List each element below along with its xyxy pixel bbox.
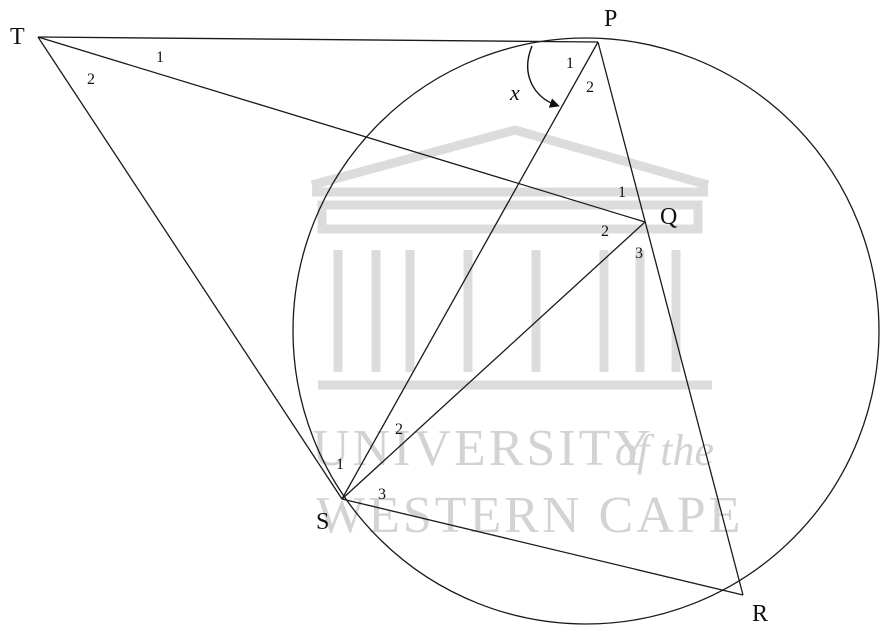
segment-TQ	[37, 36, 646, 223]
segment-TP	[37, 36, 599, 43]
segment-TS	[37, 36, 343, 500]
angle-x-arrow	[527, 45, 560, 108]
angle-label-P2: 2	[586, 79, 594, 96]
watermark-line2: WESTERN CAPE	[316, 487, 743, 544]
angle-label-Q1: 1	[618, 184, 626, 201]
segment-PS	[341, 41, 599, 500]
angle-label-S1: 1	[336, 456, 344, 473]
point-label-T: T	[10, 24, 25, 50]
watermark-emblem	[310, 125, 712, 390]
segment-SR	[341, 498, 744, 596]
watermark-line1: UNIVERSITY	[312, 420, 654, 477]
circle	[292, 37, 880, 625]
point-label-S: S	[316, 509, 329, 535]
point-label-P: P	[604, 6, 617, 32]
angle-label-T1: 1	[156, 49, 164, 66]
watermark-line1-italic: of the	[615, 426, 714, 475]
segment-PR	[597, 41, 744, 596]
segment-QS	[341, 221, 646, 500]
angle-label-S3: 3	[378, 486, 386, 503]
point-label-R: R	[752, 601, 768, 627]
angle-label-P1: 1	[566, 55, 574, 72]
angle-label-Q2: 2	[601, 223, 609, 240]
angle-label-T2: 2	[87, 71, 95, 88]
angle-label-Q3: 3	[635, 245, 643, 262]
angle-x-label: x	[509, 80, 520, 105]
angle-label-S2: 2	[395, 421, 403, 438]
point-label-Q: Q	[660, 204, 677, 230]
